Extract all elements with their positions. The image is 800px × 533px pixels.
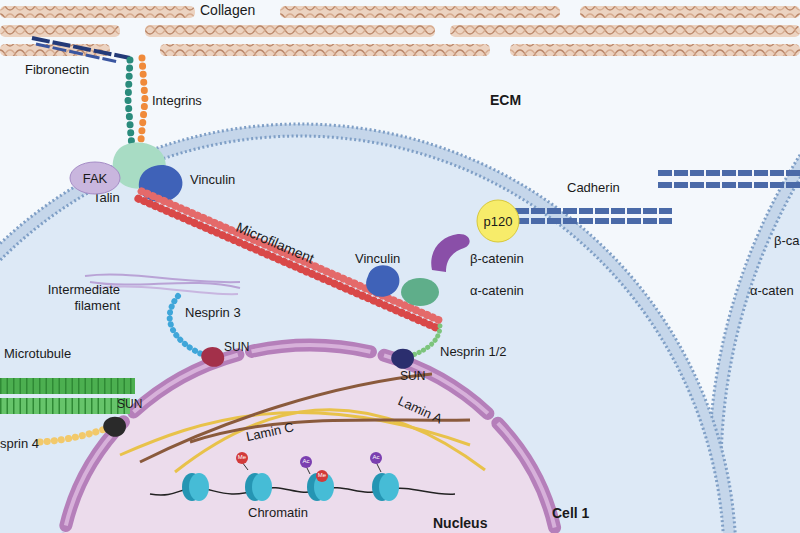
part-label: Ac bbox=[302, 458, 309, 465]
node-text-box: FAK bbox=[69, 161, 121, 195]
nesprin-4 bbox=[40, 428, 108, 442]
nucleosome bbox=[189, 473, 209, 501]
node-text-box: p120 bbox=[476, 199, 520, 243]
nuclear-envelope bbox=[60, 345, 560, 533]
cell-membrane bbox=[715, 0, 800, 533]
part-label: ECM bbox=[490, 92, 521, 109]
fibronectin bbox=[36, 44, 118, 62]
microfilament bbox=[138, 199, 438, 329]
collagen-fibers bbox=[0, 6, 800, 56]
membrane-heads bbox=[721, 0, 800, 533]
collagen-fiber bbox=[510, 44, 800, 56]
part-label: Collagen bbox=[200, 2, 255, 19]
integrin bbox=[140, 58, 145, 150]
part-label: α-catenin bbox=[470, 283, 524, 299]
nucleosome bbox=[379, 473, 399, 501]
sun-protein bbox=[103, 417, 126, 437]
protein-shape: FAK bbox=[69, 161, 121, 195]
beta-catenin bbox=[431, 234, 469, 272]
sun-protein bbox=[391, 349, 414, 369]
nucleosome bbox=[182, 473, 399, 501]
alpha-catenin bbox=[401, 278, 439, 306]
cadherin bbox=[515, 218, 672, 224]
nesprin-1-2 bbox=[410, 326, 440, 356]
node-label: p120 bbox=[484, 214, 513, 229]
part-label: Cell 1 bbox=[552, 505, 589, 522]
microtubule bbox=[0, 398, 130, 414]
collagen-fiber bbox=[450, 25, 800, 37]
vinculin bbox=[366, 265, 399, 297]
microtubule bbox=[0, 378, 135, 394]
part-label: SUN bbox=[117, 397, 142, 411]
acetyl-mark bbox=[300, 456, 312, 468]
part-label: SUN bbox=[224, 340, 249, 354]
methyl-mark bbox=[236, 452, 248, 464]
collagen-fiber bbox=[0, 25, 120, 37]
lamin-a bbox=[120, 413, 470, 455]
part-label: Nucleus bbox=[433, 515, 487, 532]
part-label: Microtubule bbox=[4, 346, 71, 362]
cadherin bbox=[515, 208, 672, 214]
nuclear-envelope bbox=[60, 345, 560, 533]
part-label: sprin 4 bbox=[0, 436, 39, 452]
part-label: α-caten bbox=[750, 283, 794, 299]
microtubule bbox=[0, 398, 130, 414]
cadherin bbox=[658, 170, 800, 176]
collagen-fiber bbox=[280, 6, 560, 18]
part-label: Cadherin bbox=[567, 180, 620, 196]
nucleosome bbox=[252, 473, 272, 501]
part-label: Nesprin 1/2 bbox=[440, 344, 506, 360]
part-label: Vinculin bbox=[190, 172, 235, 188]
node-shape bbox=[70, 162, 120, 194]
part-label: Fibronectin bbox=[25, 62, 89, 78]
collagen-fiber bbox=[0, 6, 195, 18]
collagen-fiber bbox=[145, 25, 435, 37]
part-label: Vinculin bbox=[355, 251, 400, 267]
cell-membrane bbox=[0, 130, 730, 533]
protein-shape: p120 bbox=[476, 199, 520, 243]
part-label: Me bbox=[318, 472, 326, 479]
part-label: SUN bbox=[400, 369, 425, 383]
part-label: Chromatin bbox=[248, 505, 308, 521]
membrane-heads bbox=[0, 124, 736, 533]
cadherin bbox=[658, 182, 800, 188]
node-label: FAK bbox=[83, 171, 108, 186]
collagen-fiber bbox=[580, 6, 800, 18]
integrin bbox=[128, 60, 132, 148]
node-shape bbox=[477, 200, 519, 242]
nucleus bbox=[60, 345, 560, 533]
collagen-fiber bbox=[0, 44, 110, 56]
microfilament bbox=[142, 191, 442, 321]
membrane-heads bbox=[0, 136, 724, 533]
part-label: Ac bbox=[372, 454, 379, 461]
lamin-c bbox=[140, 374, 432, 462]
sun-protein bbox=[201, 347, 224, 367]
methyl-mark bbox=[316, 470, 328, 482]
part-label: β-catenin bbox=[470, 251, 524, 267]
microtubule bbox=[0, 378, 135, 394]
collagen-fiber bbox=[160, 44, 490, 56]
intermediate-filament bbox=[85, 274, 240, 282]
part-label: Me bbox=[238, 454, 246, 461]
part-label: Nesprin 3 bbox=[185, 305, 241, 321]
part-label: Intermediate filament bbox=[10, 282, 120, 313]
lamin-c bbox=[190, 420, 470, 442]
part-label: Integrins bbox=[152, 93, 202, 109]
acetyl-mark bbox=[370, 452, 382, 464]
part-label: β-ca bbox=[774, 233, 800, 249]
